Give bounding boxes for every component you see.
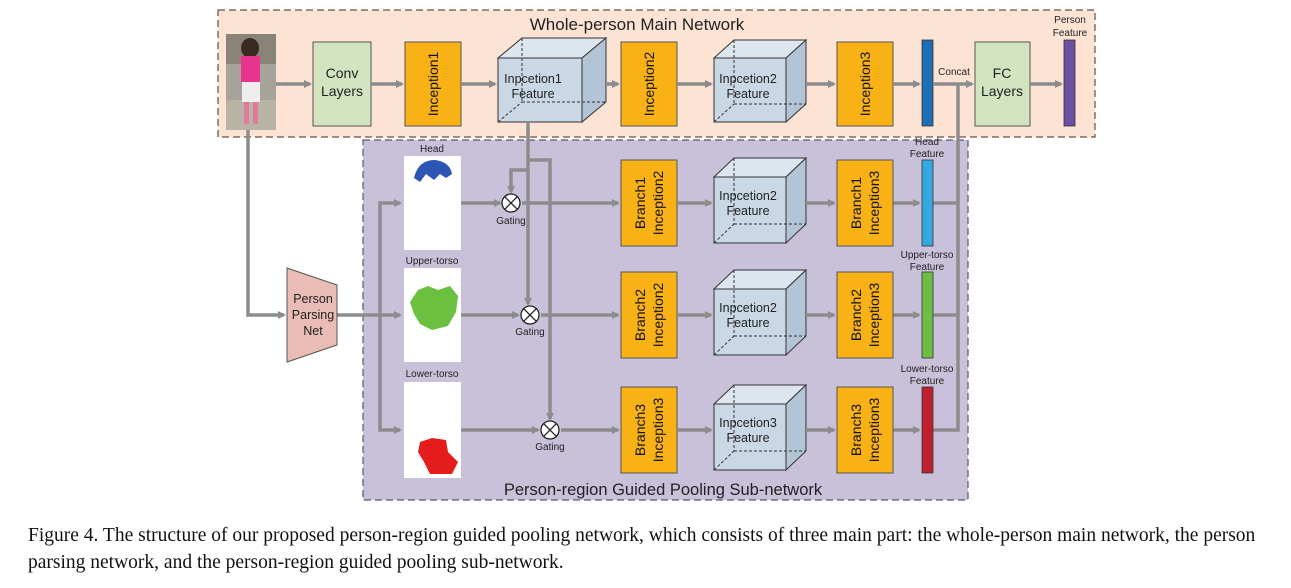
gating-1-icon	[501, 193, 521, 213]
parsing-arrows	[246, 130, 402, 434]
branch3-inception3b-block	[836, 386, 894, 474]
branch3-inception3b-label-2: Inception3	[866, 397, 882, 462]
parsing-label-2: Parsing	[292, 308, 334, 322]
gating-2-icon	[520, 305, 540, 325]
upper-region-label: Upper-torso	[406, 256, 459, 267]
main-row-arrows	[276, 80, 1063, 432]
gating-3-icon	[540, 420, 560, 440]
person-feature-label-1: Person	[1054, 15, 1086, 26]
fc-layers-label-2: Layers	[981, 83, 1023, 99]
branch-arrows	[677, 199, 921, 434]
conv-layers-label-1: Conv	[326, 65, 359, 81]
network-diagram: Whole-person Main Network Person-region …	[217, 9, 1096, 501]
gating-1-label: Gating	[496, 216, 525, 227]
branch1-feature-label-2: Feature	[726, 204, 769, 218]
inception2-feature-label-2: Feature	[726, 87, 769, 101]
fc-layers-block	[974, 41, 1031, 127]
branch2-inception3-label-2: Inception3	[866, 282, 882, 347]
branch1-feature-cube	[712, 156, 808, 245]
inception1-label: Inception1	[425, 51, 441, 116]
branch3-feature-label-2: Feature	[726, 431, 769, 445]
upper-feature-label-2: Feature	[910, 262, 945, 273]
figure-caption: Figure 4. The structure of our proposed …	[28, 525, 1256, 573]
branch3-inception3-label-1: Branch3	[632, 404, 648, 456]
branch2-feature-label-2: Feature	[726, 316, 769, 330]
head-feature-label-2: Feature	[910, 149, 945, 160]
inception2-label: Inception2	[641, 51, 657, 116]
head-feature-bar	[921, 159, 934, 247]
inception3-block	[836, 41, 894, 127]
fc-layers-label-1: FC	[993, 65, 1012, 81]
person-parsing-net	[286, 267, 338, 363]
concat-label: Concat	[938, 67, 970, 78]
parsing-label-3: Net	[303, 324, 323, 338]
branch1-inception3-label-2: Inception3	[866, 170, 882, 235]
inception2-feature-label-1: Inpcetion2	[719, 72, 777, 86]
branch1-inception2-label-1: Branch1	[632, 177, 648, 229]
person-image	[226, 34, 276, 130]
branch3-feature-cube	[712, 383, 808, 472]
branch2-feature-cube	[712, 268, 808, 357]
upper-mask-shape	[410, 286, 458, 330]
branch1-inception2-label-2: Inception2	[650, 170, 666, 235]
head-region-label: Head	[420, 144, 444, 155]
inception1-feature-label-2: Feature	[511, 87, 554, 101]
upper-feature-bar	[921, 271, 934, 359]
branch2-inception2-block	[620, 271, 678, 359]
parsing-label-1: Person	[293, 292, 333, 306]
inception3-label: Inception3	[857, 51, 873, 116]
inception1-feature-cube	[496, 36, 608, 124]
lower-region-label: Lower-torso	[406, 369, 459, 380]
branch1-inception3-block	[836, 159, 894, 247]
branch2-feature-label-1: Inpcetion2	[719, 301, 777, 315]
branch2-inception3-label-1: Branch2	[848, 289, 864, 341]
concat-bar	[921, 39, 934, 127]
branch2-inception2-label-2: Inception2	[650, 282, 666, 347]
upper-feature-label-1: Upper-torso	[901, 250, 954, 261]
main-network-title: Whole-person Main Network	[530, 15, 745, 34]
inception1-feature-label-1: Inpcetion1	[504, 72, 562, 86]
lower-mask-shape	[418, 438, 458, 474]
branch2-inception2-label-1: Branch2	[632, 289, 648, 341]
gating-2-label: Gating	[515, 327, 544, 338]
subnetwork-title: Person-region Guided Pooling Sub-network	[504, 481, 823, 499]
branch3-feature-label-1: Inpcetion3	[719, 416, 777, 430]
inception2-block	[620, 41, 678, 127]
lower-feature-label-2: Feature	[910, 376, 945, 387]
mask-to-gating-arrows	[461, 122, 620, 434]
head-mask-shape	[414, 160, 452, 182]
inception2-feature-cube	[712, 38, 808, 124]
gating-3-label: Gating	[535, 442, 564, 453]
branch3-inception3b-label-1: Branch3	[848, 404, 864, 456]
head-feature-label-1: Head	[915, 137, 939, 148]
branch1-inception2-block	[620, 159, 678, 247]
person-feature-label-2: Feature	[1053, 28, 1088, 39]
lower-feature-bar	[921, 386, 934, 474]
branch2-inception3-block	[836, 271, 894, 359]
person-feature-bar	[1063, 39, 1076, 127]
lower-feature-label-1: Lower-torso	[901, 364, 954, 375]
branch3-inception3-block	[620, 386, 678, 474]
branch1-inception3-label-1: Branch1	[848, 177, 864, 229]
branch3-inception3-label-2: Inception3	[650, 397, 666, 462]
branch1-feature-label-1: Inpcetion2	[719, 189, 777, 203]
conv-layers-label-2: Layers	[321, 83, 363, 99]
